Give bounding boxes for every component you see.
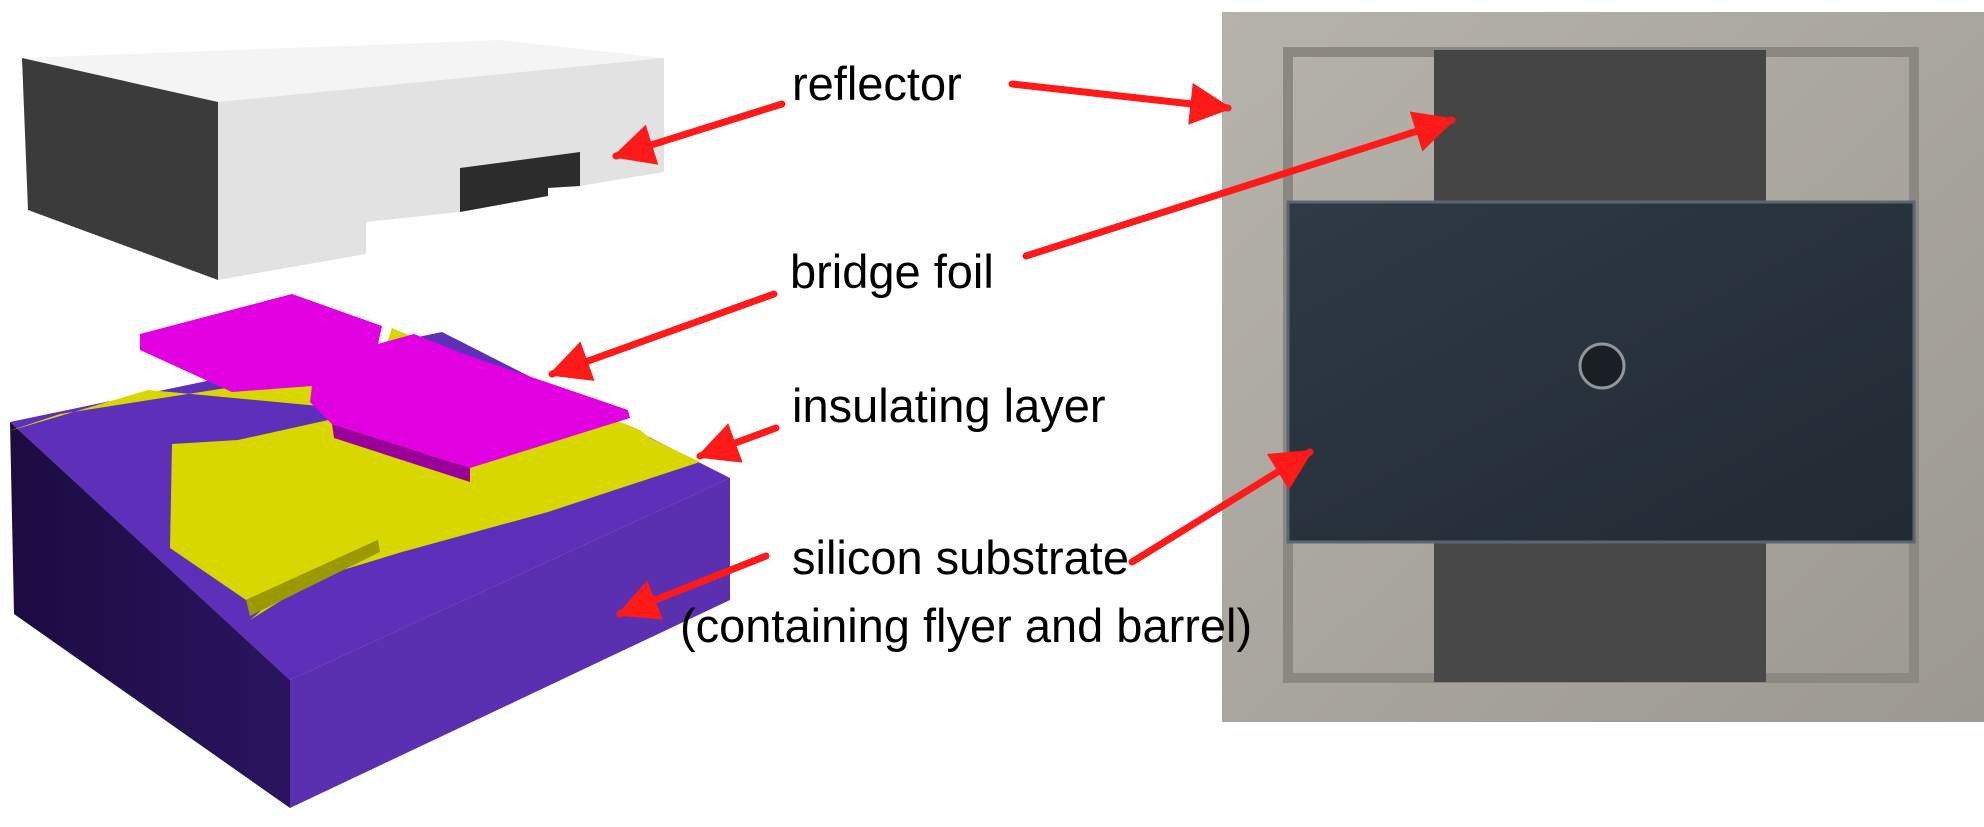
silicon-substrate-label: silicon substrate xyxy=(792,531,1129,584)
insulating-layer-edge xyxy=(246,540,380,616)
reflector-left-side xyxy=(22,58,218,280)
bridge-foil-shape xyxy=(140,294,630,482)
reflector-block xyxy=(22,40,664,280)
substrate-left-side xyxy=(10,422,290,808)
reflector-front-face xyxy=(218,58,664,280)
reflector-label: reflector xyxy=(792,57,962,110)
device-photo xyxy=(1222,12,1984,722)
bridge-foil-edge xyxy=(332,424,470,482)
photo-bottom-pad xyxy=(1434,532,1766,682)
red-arrow-icon xyxy=(1022,111,1457,260)
red-arrow-icon xyxy=(611,100,786,165)
red-arrow-icon xyxy=(1128,448,1314,566)
bridge-foil-label: bridge foil xyxy=(790,245,994,298)
bridge-foil-top xyxy=(140,294,630,468)
red-arrow-icon xyxy=(1008,80,1233,125)
reflector-notch-shadow xyxy=(460,152,580,212)
photo-top-pad xyxy=(1434,50,1766,206)
labels: reflector bridge foil insulating layer s… xyxy=(680,57,1252,652)
exploded-model xyxy=(6,40,730,808)
arrows xyxy=(548,80,1457,620)
red-arrow-icon xyxy=(696,423,780,463)
substrate-right-side xyxy=(290,478,730,808)
red-arrow-icon xyxy=(616,552,770,620)
insulating-layer-label: insulating layer xyxy=(792,379,1106,432)
reflector-top-face xyxy=(22,40,664,102)
photo-center-hole xyxy=(1578,342,1626,390)
silicon-substrate-sublabel: (containing flyer and barrel) xyxy=(680,599,1252,652)
red-arrow-icon xyxy=(548,290,778,381)
